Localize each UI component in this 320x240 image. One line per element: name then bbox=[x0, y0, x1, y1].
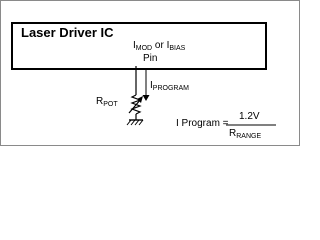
equation-left-side: I Program = bbox=[176, 118, 229, 129]
ground-hatch-4 bbox=[138, 119, 144, 126]
diagram-frame bbox=[0, 0, 300, 146]
equation-denominator: RRANGE bbox=[229, 128, 262, 141]
pin-current-label: IMOD or IBIAS bbox=[133, 40, 186, 53]
rpot-symbol: R bbox=[96, 96, 104, 107]
potentiometer-wiper-arrowhead bbox=[137, 96, 143, 103]
rrange-subscript: RANGE bbox=[236, 133, 262, 140]
imod-symbol: I bbox=[133, 40, 136, 51]
potentiometer-wiper bbox=[128, 98, 142, 114]
ibias-symbol: I bbox=[166, 40, 170, 51]
ibias-subscript: BIAS bbox=[169, 45, 186, 52]
ground-hatch-1 bbox=[126, 119, 132, 126]
ground-hatch-2 bbox=[130, 119, 136, 126]
circuit-drawing bbox=[126, 66, 276, 126]
current-arrow-head bbox=[142, 95, 150, 101]
ground-hatch-3 bbox=[134, 119, 140, 126]
r-pot-label: RPOT bbox=[96, 96, 118, 109]
i-program-label: IPROGRAM bbox=[150, 80, 189, 93]
iprogram-symbol: I bbox=[150, 80, 153, 91]
ic-title: Laser Driver IC bbox=[21, 25, 114, 40]
rpot-subscript: POT bbox=[103, 101, 118, 108]
pin-label: Pin bbox=[143, 53, 158, 64]
iprogram-subscript: PROGRAM bbox=[152, 85, 189, 92]
or-word: or bbox=[152, 40, 167, 51]
rrange-symbol: R bbox=[229, 128, 237, 139]
laser-driver-ic-box bbox=[11, 22, 267, 70]
imod-subscript: MOD bbox=[135, 45, 153, 52]
equation-numerator: 1.2V bbox=[239, 111, 260, 122]
